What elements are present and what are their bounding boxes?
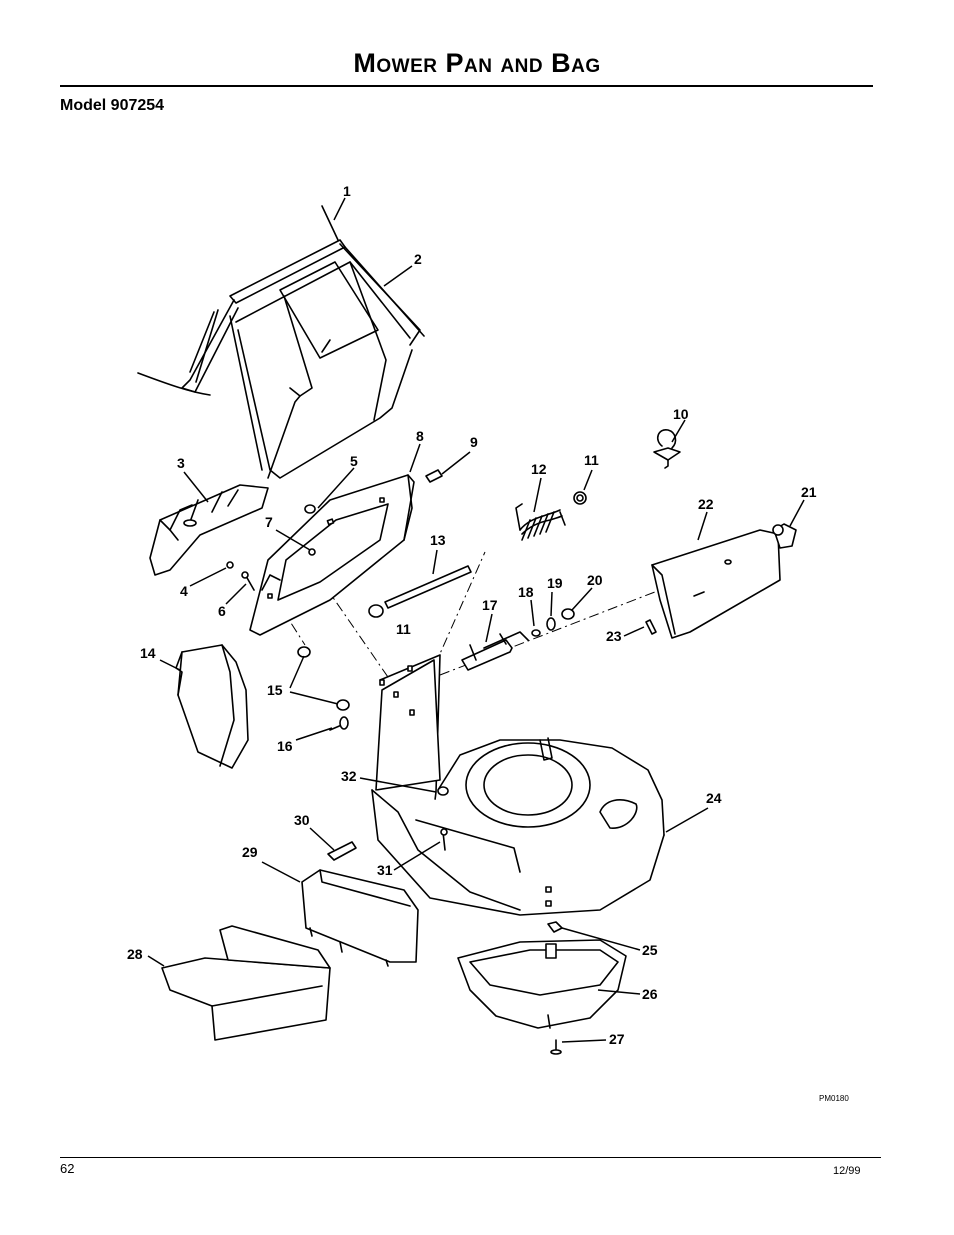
hairpin-clip [653, 429, 681, 469]
retainer-clip [327, 841, 357, 861]
callout-25: 25 [642, 942, 658, 958]
knob [772, 523, 797, 549]
callout-31: 31 [377, 862, 393, 878]
callout-4: 4 [180, 583, 188, 599]
footer-rule [60, 1157, 881, 1158]
grass-bag [175, 644, 249, 769]
callout-14: 14 [140, 645, 156, 661]
nut-20 [561, 608, 575, 620]
small-fasteners [226, 469, 443, 731]
callout-28: 28 [127, 946, 143, 962]
callout-labels: 1 2 3 4 5 6 7 8 9 10 11 11 12 13 14 15 1… [127, 183, 817, 1047]
callout-32: 32 [341, 768, 357, 784]
baffle-screw [550, 1039, 562, 1055]
callout-22: 22 [698, 496, 714, 512]
page-title: Mower Pan and Bag [353, 48, 601, 78]
screw-6 [245, 575, 255, 591]
nut-4 [226, 561, 234, 569]
callout-3: 3 [177, 455, 185, 471]
axis-line-fasteners [269, 589, 306, 646]
lock-nut [547, 921, 563, 933]
callout-26: 26 [642, 986, 658, 1002]
drawing-code: PM0180 [819, 1094, 849, 1103]
callout-19: 19 [547, 575, 563, 591]
callout-6: 6 [218, 603, 226, 619]
washer-19 [546, 617, 556, 631]
revision-date: 12/99 [833, 1165, 861, 1177]
nut-5 [304, 504, 316, 514]
callout-13: 13 [430, 532, 446, 548]
callout-15: 15 [267, 682, 283, 698]
callout-30: 30 [294, 812, 310, 828]
callout-27: 27 [609, 1031, 625, 1047]
callout-leader-lines [147, 197, 805, 1043]
discharge-chute-cover [161, 925, 331, 1041]
mower-baffle [457, 939, 627, 1029]
callout-7: 7 [265, 514, 273, 530]
callout-2: 2 [414, 251, 422, 267]
screw-7 [308, 548, 316, 556]
callout-20: 20 [587, 572, 603, 588]
callout-21: 21 [801, 484, 817, 500]
page-number: 62 [60, 1161, 75, 1176]
model-number: Model 907254 [60, 97, 165, 114]
bag-frame [137, 205, 425, 479]
mower-pan [371, 654, 665, 916]
nut-32 [437, 786, 449, 796]
bushing-11 [368, 604, 384, 618]
callout-23: 23 [606, 628, 622, 644]
callout-11-bushing: 11 [396, 621, 411, 637]
axis-line-rod [434, 551, 486, 666]
washer-18 [531, 629, 541, 637]
callout-24: 24 [706, 790, 722, 806]
pin-9 [425, 469, 443, 483]
callout-10: 10 [673, 406, 689, 422]
callout-29: 29 [242, 844, 258, 860]
callout-8: 8 [416, 428, 424, 444]
callout-5: 5 [350, 453, 358, 469]
hinge-rod [384, 565, 472, 609]
hinge-assembly-parts [461, 608, 575, 671]
hinge-bracket-plate [249, 474, 415, 636]
hinge-cover [651, 529, 781, 639]
torsion-spring [515, 503, 566, 541]
callout-1: 1 [343, 183, 351, 199]
nut-15-upper [297, 646, 311, 658]
callout-9: 9 [470, 434, 478, 450]
washer-11 [573, 491, 587, 505]
callout-17: 17 [482, 597, 498, 613]
pan-fasteners [437, 786, 449, 851]
callout-18: 18 [518, 584, 534, 600]
callout-12: 12 [531, 461, 547, 477]
title-rule [60, 85, 873, 87]
callout-11-washer: 11 [584, 452, 599, 468]
rear-skirt [301, 869, 419, 967]
hinge-pin-17 [461, 639, 513, 671]
key-pin [645, 619, 657, 635]
callout-16: 16 [277, 738, 293, 754]
deflector-plate [149, 484, 269, 576]
nut-15-lower [336, 699, 350, 711]
